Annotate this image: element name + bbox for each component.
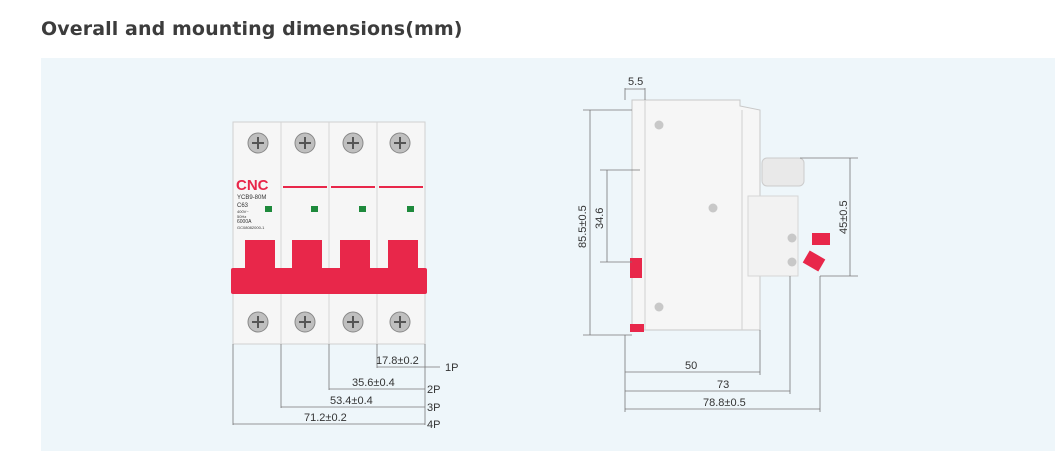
dimension-handle-height: 45±0.5 [838,200,850,234]
status-indicator [359,206,366,212]
dimension-1p-width: 17.8±0.2 [376,355,419,367]
side-dimension-lines [583,88,858,412]
dimension-overall-height: 85.5±0.5 [577,205,589,248]
dimension-4p-width: 71.2±0.2 [304,412,347,424]
din-clip-bottom [630,324,644,332]
breaker-side-view [630,99,830,332]
pole-label-2p: 2P [427,384,440,396]
front-dimension-lines [232,344,440,425]
status-indicator [265,206,272,212]
din-clip-top [630,258,642,278]
dimension-depth-50: 50 [685,360,697,372]
dimension-3p-width: 53.4±0.4 [330,395,373,407]
dimension-depth-73: 73 [717,379,729,391]
dimension-depth-78-8: 78.8±0.5 [703,397,746,409]
side-handle-lower [802,250,826,272]
frequency-label: 50Hz [237,214,246,219]
bottom-terminal-screws [247,311,411,333]
rating-label: C63 [237,203,249,209]
breaking-capacity-label: 6000A [237,219,252,225]
handle-tie-bar [231,268,427,294]
pole-label-3p: 3P [427,402,440,414]
red-handles [231,240,427,294]
dimension-rail-height: 34.6 [594,208,606,229]
status-indicator [407,206,414,212]
pole-label-1p: 1P [445,362,458,374]
voltage-label: 400V~ [237,209,249,214]
dimension-2p-width: 35.6±0.4 [352,377,395,389]
breaker-front-view: CNC YCB9-80M C63 400V~ 50Hz 6000A GC0808… [231,121,427,345]
brand-logo: CNC [236,177,269,194]
pole-label-4p: 4P [427,419,440,431]
serial-label: GC08082000-1 [237,225,265,230]
diagram-panel [41,58,1055,451]
top-terminal-screws [247,132,411,154]
model-label: YCB9-80M [237,195,266,201]
dimension-top-offset: 5.5 [628,76,643,88]
side-handle [812,233,830,245]
page-title: Overall and mounting dimensions(mm) [41,18,463,40]
status-indicator [311,206,318,212]
